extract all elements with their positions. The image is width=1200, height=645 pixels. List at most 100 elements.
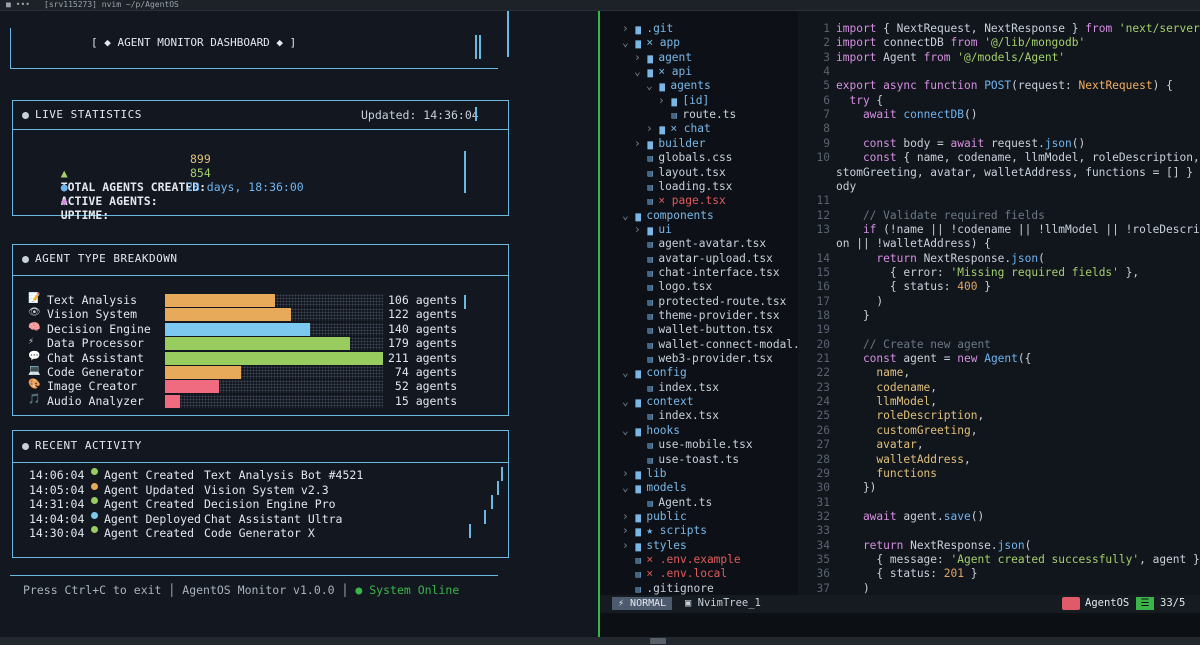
code-line[interactable]: 7 await connectDB(): [798, 108, 1200, 122]
tree-file[interactable]: ▤ index.tsx: [634, 381, 718, 395]
code-line[interactable]: 34 return NextResponse.json(: [798, 539, 1200, 553]
tree-file[interactable]: ▤ × page.tsx: [634, 194, 725, 208]
code-line[interactable]: 37 ): [798, 582, 1200, 595]
code-line[interactable]: 30 }): [798, 481, 1200, 495]
tree-file[interactable]: ▤ web3-provider.tsx: [634, 352, 772, 366]
tree-file[interactable]: ▤ loading.tsx: [634, 180, 732, 194]
code-line[interactable]: 10 const { name, codename, llmModel, rol…: [798, 151, 1200, 165]
tree-folder[interactable]: › ▆ agent: [634, 51, 692, 65]
live-statistics-title-text: LIVE STATISTICS: [35, 108, 142, 121]
tree-folder[interactable]: › ▆ [id]: [658, 94, 709, 108]
tree-folder[interactable]: ⌄ ▆ × api: [634, 65, 692, 79]
code-line[interactable]: 14 return NextResponse.json(: [798, 252, 1200, 266]
tree-file[interactable]: ▤ wallet-button.tsx: [634, 323, 772, 337]
tree-file[interactable]: ▤ Agent.ts: [634, 496, 712, 510]
tree-folder[interactable]: › ▆ .git: [622, 22, 673, 36]
code-line[interactable]: 18 }: [798, 309, 1200, 323]
code-line[interactable]: 36 { status: 201 }: [798, 567, 1200, 581]
code-line[interactable]: 13 if (!name || !codename || !llmModel |…: [798, 223, 1200, 237]
code-line[interactable]: 24 llmModel,: [798, 395, 1200, 409]
code-line[interactable]: 22 name,: [798, 366, 1200, 380]
code-line[interactable]: 26 customGreeting,: [798, 424, 1200, 438]
tree-file[interactable]: ▤ use-toast.ts: [634, 453, 739, 467]
tree-folder[interactable]: › ▆ × chat: [646, 122, 711, 136]
dashboard-pane[interactable]: [ ◆ AGENT MONITOR DASHBOARD ◆ ] LIVE STA…: [0, 11, 598, 637]
tree-file[interactable]: ▤ index.tsx: [634, 409, 718, 423]
line-number: 19: [816, 323, 830, 337]
tree-file[interactable]: ▤ theme-provider.tsx: [634, 309, 779, 323]
code-line[interactable]: 31: [798, 496, 1200, 510]
tree-file[interactable]: ▤ .gitignore: [622, 581, 714, 595]
tree-file[interactable]: ▤ × .env.local: [622, 567, 727, 581]
nvim-tree-panel[interactable]: › ▆ .git⌄ ▆ × app› ▆ agent⌄ ▆ × api⌄ ▆ a…: [600, 11, 798, 595]
code-line[interactable]: 8: [798, 122, 1200, 136]
menu-dots-icon[interactable]: ■ •••: [6, 0, 31, 9]
tree-file[interactable]: ▤ agent-avatar.tsx: [634, 237, 766, 251]
tree-file[interactable]: ▤ chat-interface.tsx: [634, 266, 779, 280]
folder-icon: ▆: [647, 139, 659, 150]
tree-file[interactable]: ▤ logo.tsx: [634, 280, 712, 294]
code-line[interactable]: 9 const body = await request.json(): [798, 137, 1200, 151]
tree-folder[interactable]: › ▆ builder: [634, 137, 705, 151]
file-icon: ▤: [647, 412, 659, 423]
tree-folder[interactable]: ⌄ ▆ agents: [646, 79, 711, 93]
tree-file[interactable]: ▤ globals.css: [634, 151, 732, 165]
code-line[interactable]: 35 { message: 'Agent created successfull…: [798, 553, 1200, 567]
code-line[interactable]: 32 await agent.save(): [798, 510, 1200, 524]
file-icon: ▤: [647, 355, 659, 366]
code-line[interactable]: 11: [798, 194, 1200, 208]
code-line[interactable]: 16 { status: 400 }: [798, 280, 1200, 294]
code-line[interactable]: on || !walletAddress) {: [798, 237, 1200, 251]
tree-file[interactable]: ▤ use-mobile.tsx: [634, 438, 752, 452]
code-line[interactable]: 6 try {: [798, 94, 1200, 108]
tree-folder[interactable]: ⌄ ▆ context: [622, 395, 693, 409]
code-text: codename,: [836, 380, 938, 394]
tree-folder[interactable]: ⌄ ▆ config: [622, 366, 687, 380]
agent-type-name: Vision System: [47, 307, 138, 322]
code-line[interactable]: 20 // Create new agent: [798, 338, 1200, 352]
tree-file[interactable]: ▤ × .env.example: [622, 553, 740, 567]
code-line[interactable]: 12 // Validate required fields: [798, 209, 1200, 223]
tree-folder[interactable]: ⌄ ▆ components: [622, 209, 714, 223]
recent-activity-title-text: RECENT ACTIVITY: [35, 439, 142, 452]
tree-file[interactable]: ▤ layout.tsx: [634, 166, 725, 180]
tree-item-label: .gitignore: [646, 581, 714, 595]
code-text: return NextResponse.json(: [836, 538, 1032, 552]
tree-folder[interactable]: ⌄ ▆ × app: [622, 36, 680, 50]
code-line[interactable]: 33: [798, 524, 1200, 538]
tree-folder[interactable]: › ▆ styles: [622, 539, 687, 553]
tree-folder[interactable]: › ▆ public: [622, 510, 687, 524]
code-line[interactable]: 17 ): [798, 295, 1200, 309]
code-line[interactable]: 15 { error: 'Missing required fields' },: [798, 266, 1200, 280]
tree-item-label: logo.tsx: [658, 280, 713, 294]
agent-type-name: Code Generator: [47, 365, 144, 379]
tree-folder[interactable]: › ▆ ★ scripts: [622, 524, 707, 538]
code-line[interactable]: 19: [798, 323, 1200, 337]
tree-folder[interactable]: › ▆ ui: [634, 223, 672, 237]
code-line[interactable]: stomGreeting, avatar, walletAddress, fun…: [798, 166, 1200, 180]
tree-folder[interactable]: ⌄ ▆ hooks: [622, 424, 680, 438]
file-icon: ▤: [671, 111, 683, 122]
tree-file[interactable]: ▤ avatar-upload.tsx: [634, 252, 772, 266]
tree-folder[interactable]: › ▆ lib: [622, 467, 667, 481]
tree-file[interactable]: ▤ wallet-connect-modal.t: [634, 338, 798, 352]
taskbar-item[interactable]: [650, 638, 666, 644]
code-line[interactable]: 21 const agent = new Agent({: [798, 352, 1200, 366]
tree-file[interactable]: ▤ protected-route.tsx: [634, 295, 786, 309]
code-line[interactable]: 4: [798, 65, 1200, 79]
code-line[interactable]: 28 walletAddress,: [798, 453, 1200, 467]
code-line[interactable]: 27 avatar,: [798, 438, 1200, 452]
code-line[interactable]: 25 roleDescription,: [798, 409, 1200, 423]
pane-divider[interactable]: [598, 11, 600, 637]
code-line[interactable]: ody: [798, 180, 1200, 194]
code-line[interactable]: 29 functions: [798, 467, 1200, 481]
agent-type-row: 🎨Image Creator 52 agents: [28, 379, 468, 394]
tree-folder[interactable]: ⌄ ▆ models: [622, 481, 687, 495]
tree-file[interactable]: ▤ route.ts: [658, 108, 736, 122]
code-line[interactable]: 23 codename,: [798, 381, 1200, 395]
